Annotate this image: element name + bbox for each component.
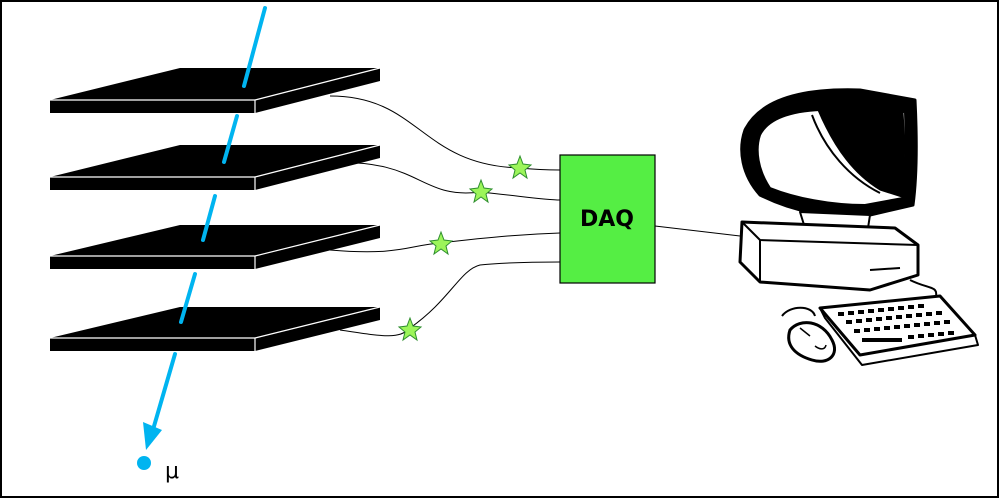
signal-star — [468, 178, 494, 204]
detector-plate — [50, 306, 381, 351]
signal-cables — [329, 95, 741, 337]
monitor-icon — [740, 88, 918, 229]
particle-label: μ — [165, 459, 179, 484]
system-unit — [738, 220, 920, 292]
muon-arrowhead — [143, 422, 162, 450]
detector-plate — [50, 67, 381, 113]
cable-daq-computer — [654, 225, 741, 237]
muon-particle-icon — [137, 456, 151, 470]
detector-plate — [50, 144, 381, 190]
detector-plate — [50, 224, 381, 269]
cable-plate-1 — [329, 95, 561, 171]
daq-box — [559, 154, 656, 284]
daq-label: DAQ — [580, 207, 634, 232]
signal-star — [428, 230, 454, 256]
keyboard-icon — [818, 294, 979, 366]
cable-plate-2 — [329, 162, 561, 201]
signal-star — [507, 154, 533, 180]
signal-stars — [397, 154, 533, 342]
detector-stack — [50, 67, 381, 351]
cable-plate-4 — [339, 261, 561, 337]
muon-track — [148, 6, 267, 442]
computer-icon — [738, 88, 979, 366]
mouse-icon — [781, 306, 836, 363]
signal-star — [397, 316, 423, 342]
